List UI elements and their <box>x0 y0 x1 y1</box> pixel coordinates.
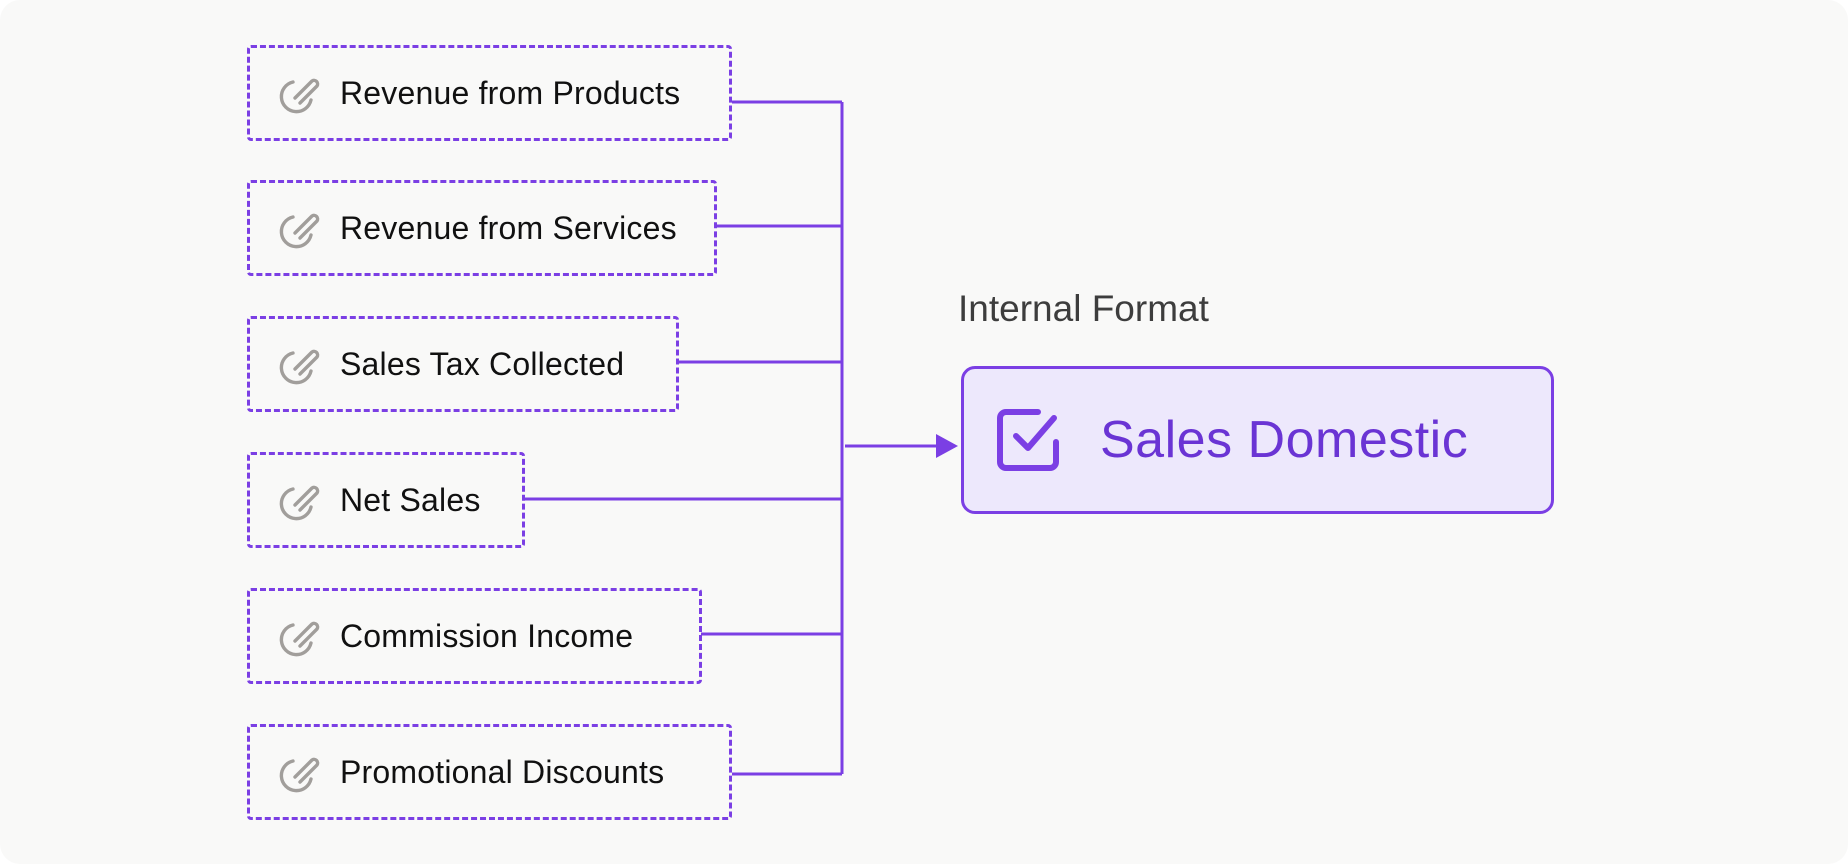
link-icon <box>278 206 322 250</box>
target-label: Sales Domestic <box>1100 411 1469 469</box>
checkbox-icon <box>994 406 1062 474</box>
source-item-sales-tax-collected[interactable]: Sales Tax Collected <box>247 316 679 412</box>
source-item-net-sales[interactable]: Net Sales <box>247 452 525 548</box>
link-icon <box>278 342 322 386</box>
link-icon <box>278 71 322 115</box>
source-item-promotional-discounts[interactable]: Promotional Discounts <box>247 724 732 820</box>
source-label: Commission Income <box>340 617 634 654</box>
source-item-commission-income[interactable]: Commission Income <box>247 588 702 684</box>
source-item-revenue-from-services[interactable]: Revenue from Services <box>247 180 717 276</box>
link-icon <box>278 750 322 794</box>
link-icon <box>278 478 322 522</box>
source-item-revenue-from-products[interactable]: Revenue from Products <box>247 45 732 141</box>
source-label: Revenue from Products <box>340 74 681 111</box>
link-icon <box>278 614 322 658</box>
arrow-head <box>936 434 958 458</box>
internal-format-label: Internal Format <box>958 288 1209 329</box>
source-label: Revenue from Services <box>340 209 677 246</box>
source-label: Net Sales <box>340 481 481 518</box>
target-item-sales-domestic[interactable]: Sales Domestic <box>961 366 1554 514</box>
source-label: Promotional Discounts <box>340 753 665 790</box>
source-label: Sales Tax Collected <box>340 345 625 382</box>
